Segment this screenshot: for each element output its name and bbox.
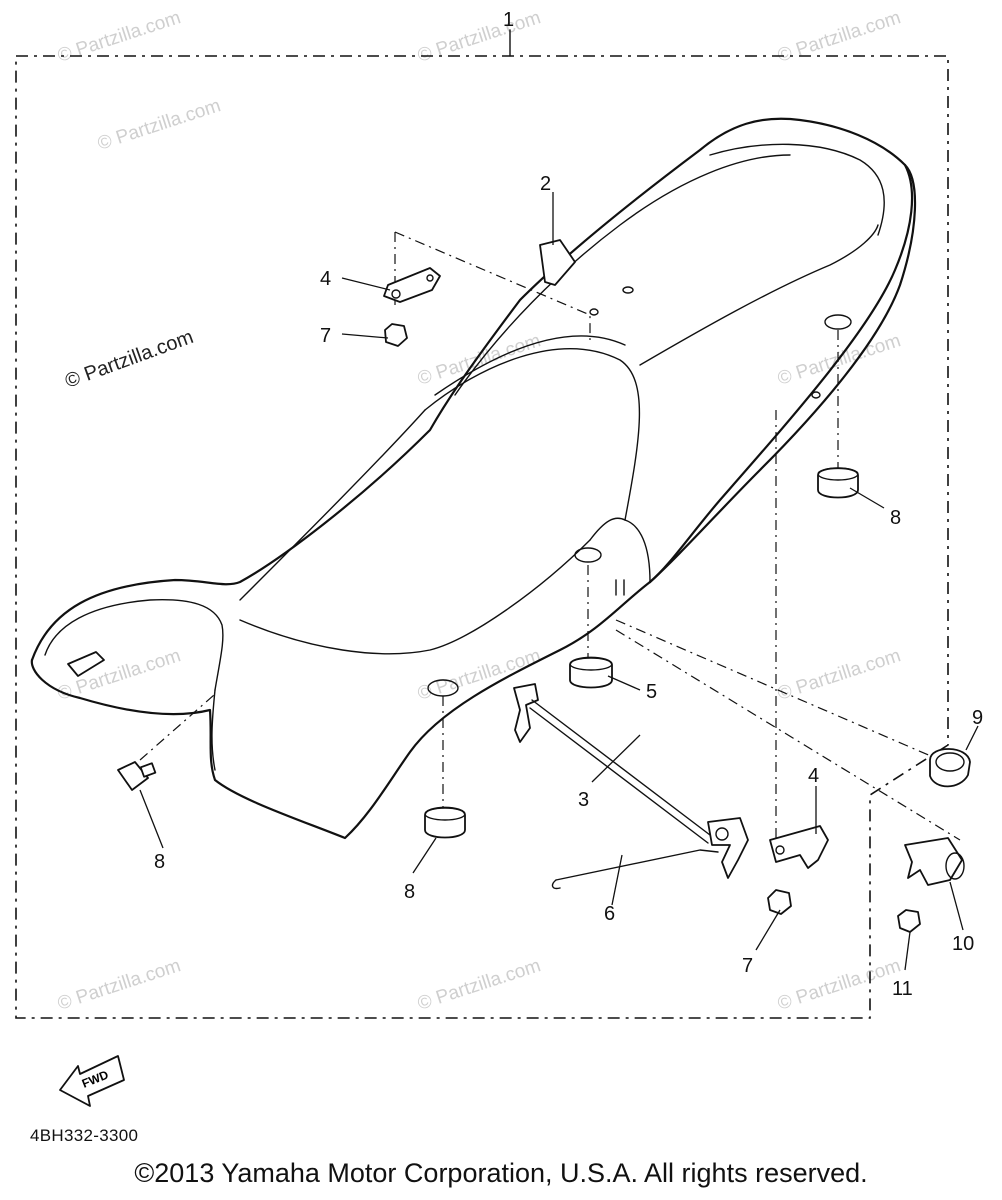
bracket-part-4 [769, 825, 829, 869]
watermark: © Partzilla.com [95, 95, 223, 155]
callout-2: 2 [540, 173, 551, 195]
damper-part-8 [817, 467, 859, 499]
seat [30, 117, 917, 840]
callout-3: 3 [578, 789, 589, 811]
cable-part-6 [555, 849, 719, 881]
lock-part-10 [904, 837, 963, 886]
drawing-code: 4BH332-3300 [30, 1126, 139, 1145]
callouts: 1 2 3 4 4 5 6 7 7 8 8 8 9 10 11 [154, 9, 983, 1000]
hook-part-3 [513, 683, 539, 743]
bracket-part-4 [383, 267, 441, 303]
callout-4: 4 [320, 268, 331, 290]
forward-arrow-icon: FWD [59, 1055, 125, 1107]
watermark: © Partzilla.com [55, 7, 183, 67]
callout-9: 9 [972, 707, 983, 729]
callout-8: 8 [404, 881, 415, 903]
callout-7: 7 [320, 325, 331, 347]
watermark: © Partzilla.com [415, 330, 543, 390]
tag-part-2 [539, 239, 576, 286]
watermark: © Partzilla.com [415, 7, 543, 67]
watermark: © Partzilla.com [775, 645, 903, 705]
parts [117, 267, 971, 933]
callout-7: 7 [742, 955, 753, 977]
callout-11: 11 [892, 978, 913, 1000]
copyright-notice: ©2013 Yamaha Motor Corporation, U.S.A. A… [134, 1158, 868, 1188]
callout-1: 1 [503, 9, 514, 31]
callout-5: 5 [646, 681, 657, 703]
damper-part-8 [424, 806, 466, 839]
callout-6: 6 [604, 903, 615, 925]
callout-8: 8 [154, 851, 165, 873]
watermark: © Partzilla.com [62, 326, 196, 393]
damper-part-5 [569, 656, 613, 689]
nut-part-11 [897, 909, 921, 933]
grommet-part-9 [929, 748, 971, 788]
assembly-boundary [15, 55, 949, 1019]
watermark: © Partzilla.com [775, 955, 903, 1015]
nut-part-7 [384, 323, 408, 347]
assembly-lines [139, 231, 961, 841]
watermark: © Partzilla.com [415, 955, 543, 1015]
leaders [139, 192, 979, 971]
watermark: © Partzilla.com [55, 955, 183, 1015]
watermark: © Partzilla.com [775, 7, 903, 67]
callout-10: 10 [952, 933, 974, 955]
nut-part-7 [767, 889, 792, 915]
watermarks: © Partzilla.com © Partzilla.com © Partzi… [55, 7, 903, 1015]
callout-8: 8 [890, 507, 901, 529]
callout-4: 4 [808, 765, 819, 787]
